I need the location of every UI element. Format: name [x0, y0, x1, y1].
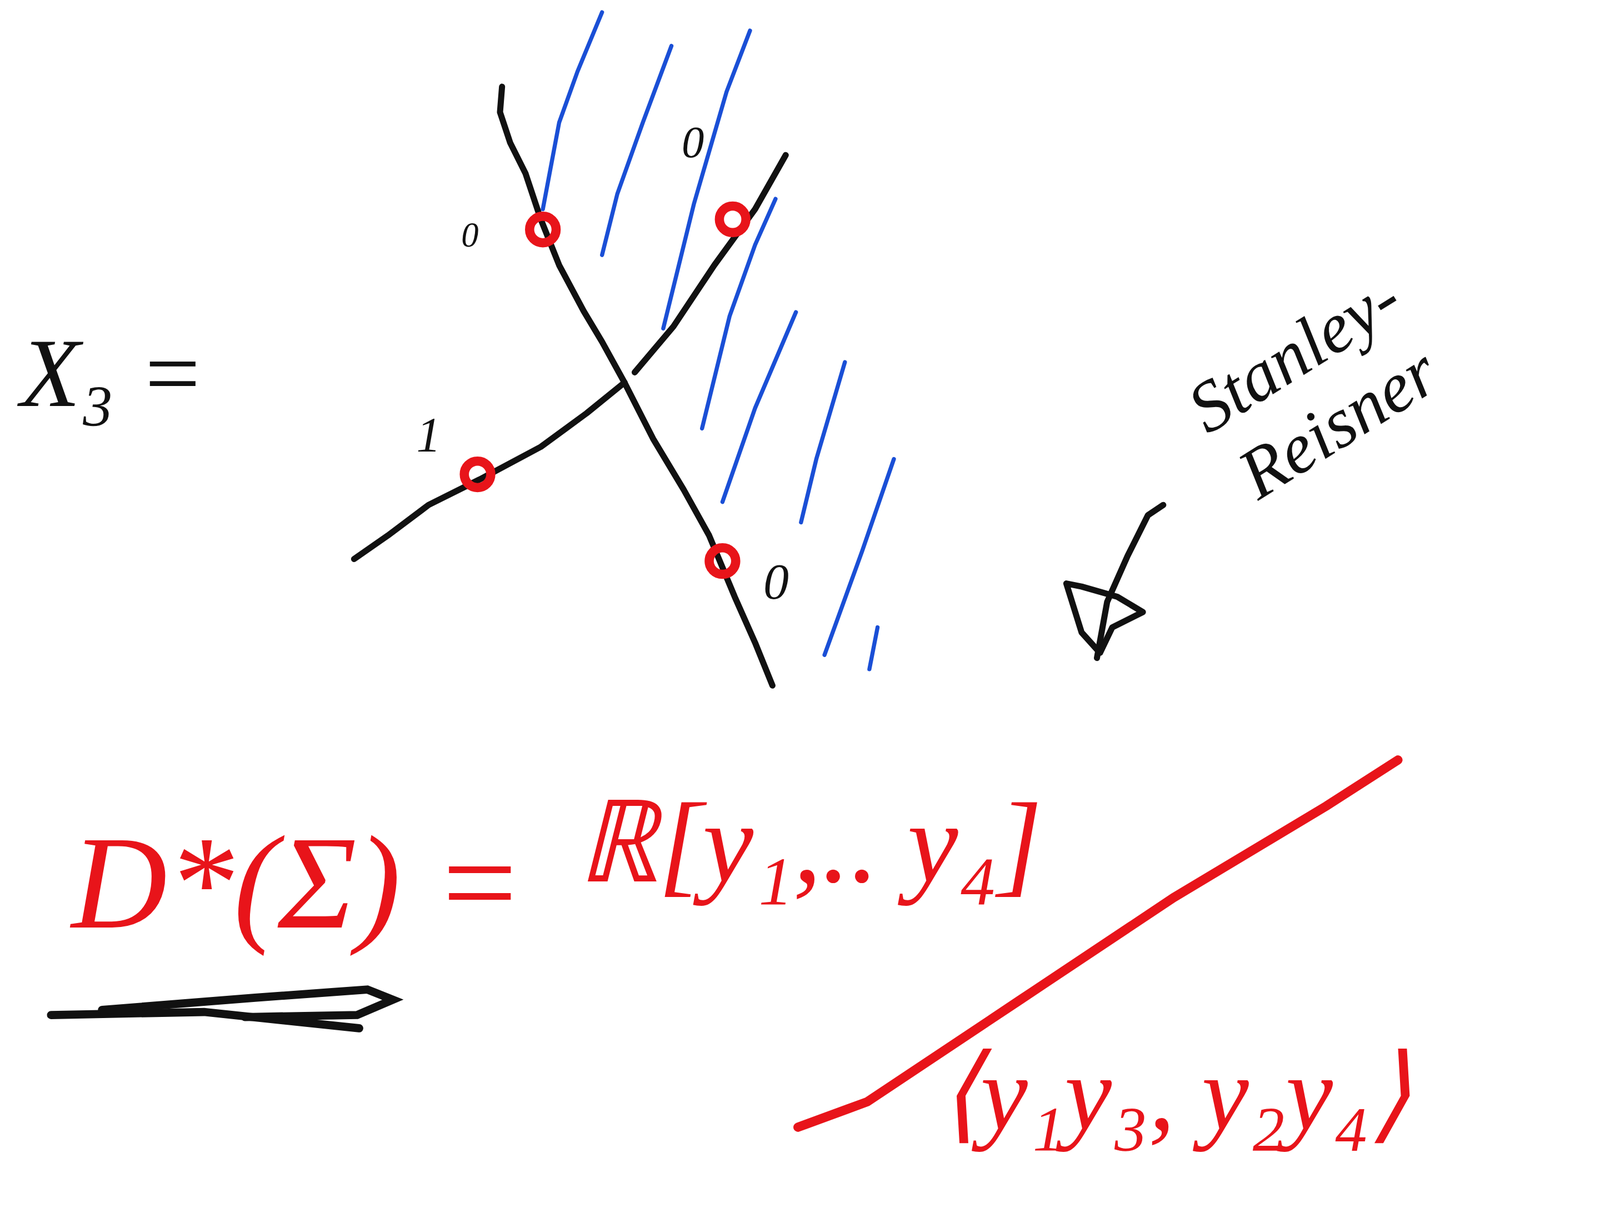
- marked-points: [464, 206, 747, 575]
- polynomial-ring: ℝ[y₁,.. y₄]: [576, 785, 1043, 900]
- ring-name: D*(Σ) =: [71, 816, 524, 949]
- underline: [51, 990, 393, 1029]
- ideal-generators: ⟨y₁y₃, y₂y₄⟩: [938, 1040, 1412, 1147]
- weight-number: 1: [416, 410, 441, 459]
- hatching: [542, 12, 894, 670]
- curve-edges: [353, 86, 786, 686]
- weight-number: 0: [681, 120, 704, 166]
- curve-name: X₃ =: [20, 324, 205, 423]
- weight-number: 0: [763, 556, 789, 608]
- pointer-arrow: [1066, 505, 1163, 659]
- weight-number: 0: [461, 218, 479, 253]
- annotation-note: Stanley-Reisner: [1134, 232, 1499, 545]
